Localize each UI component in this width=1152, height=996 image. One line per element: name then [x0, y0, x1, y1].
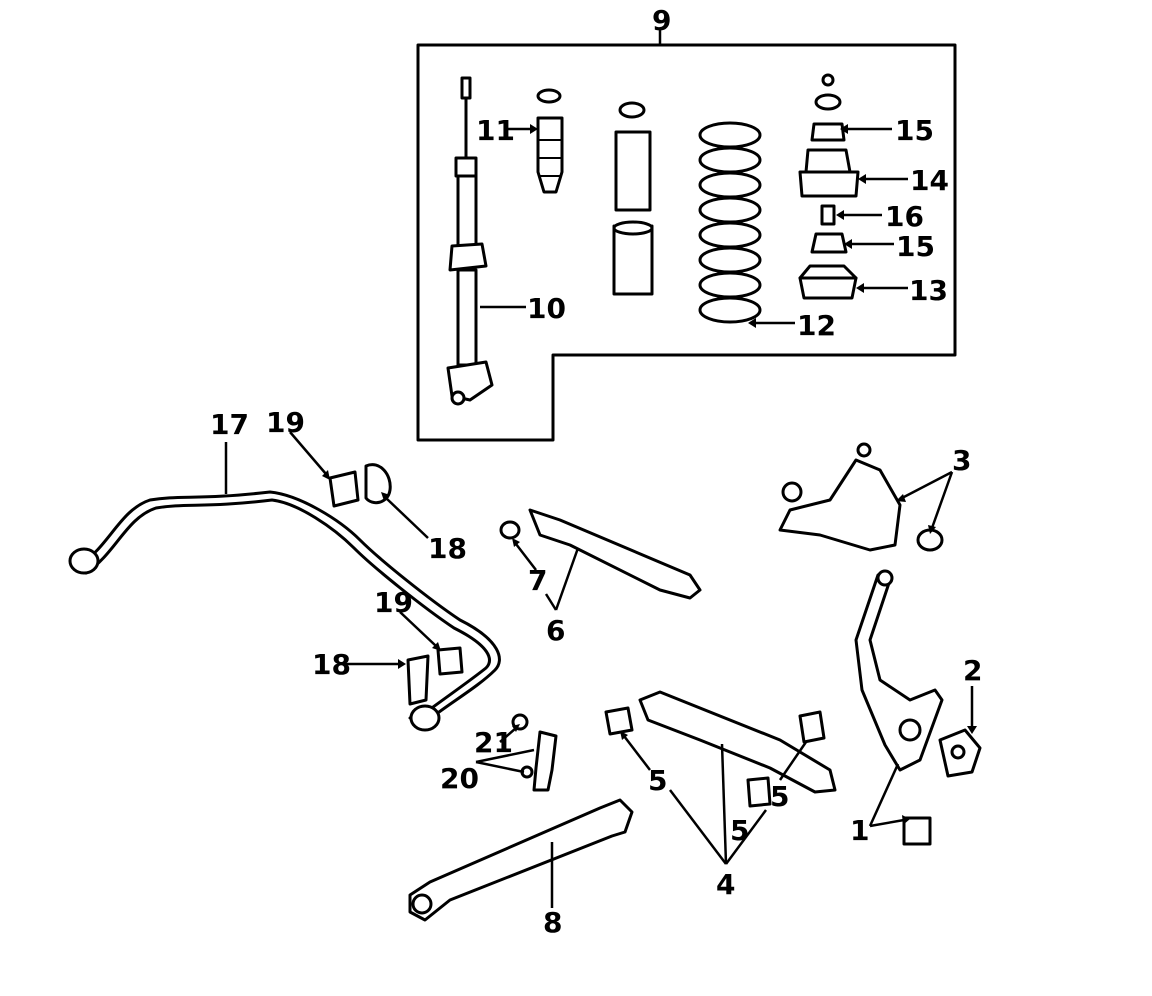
callout-7: 7: [528, 564, 547, 597]
callout-21: 21: [474, 726, 513, 759]
bushing-lower: [406, 646, 464, 706]
upper-control-arm-3: [778, 442, 944, 552]
upper-mount-stack: [798, 73, 860, 300]
callout-5-lower: 5: [730, 814, 749, 847]
callout-2: 2: [963, 654, 982, 687]
dust-boot: [612, 101, 654, 296]
callout-19-upper: 19: [266, 406, 305, 439]
callout-18-upper: 18: [428, 532, 467, 565]
callout-16: 16: [885, 200, 924, 233]
callout-20: 20: [440, 762, 479, 795]
bushing-upper: [328, 463, 392, 508]
callout-5-right: 5: [770, 780, 789, 813]
callout-11: 11: [476, 114, 515, 147]
coil-spring: [698, 121, 762, 324]
callout-labels: 9 11 10 12 15 14 16 15 13 17 19 18 19 18…: [210, 4, 982, 939]
stabilizer-link: [511, 713, 558, 792]
steering-knuckle: [854, 569, 982, 846]
callout-8: 8: [543, 906, 562, 939]
callout-1: 1: [850, 814, 869, 847]
upper-arm-6: [499, 508, 702, 600]
callout-17: 17: [210, 408, 249, 441]
shock-absorber: [446, 76, 494, 406]
bump-stop: [536, 88, 564, 194]
callout-19-lower: 19: [374, 586, 413, 619]
callout-13: 13: [909, 274, 948, 307]
callout-18-lower: 18: [312, 648, 351, 681]
callout-12: 12: [797, 309, 836, 342]
radius-rod-8: [408, 798, 634, 922]
callout-14: 14: [910, 164, 949, 197]
callout-6: 6: [546, 614, 565, 647]
callout-3: 3: [952, 444, 971, 477]
strut-assembly-box: [416, 30, 957, 442]
leader-lines: [224, 124, 977, 908]
callout-9: 9: [652, 4, 671, 37]
callout-15-upper: 15: [895, 114, 934, 147]
callout-4: 4: [716, 868, 735, 901]
lower-control-arm-4: [604, 690, 837, 808]
callout-10: 10: [527, 292, 566, 325]
callout-5-left: 5: [648, 764, 667, 797]
callout-15-lower: 15: [896, 230, 935, 263]
stabilizer-bar: [68, 490, 501, 732]
